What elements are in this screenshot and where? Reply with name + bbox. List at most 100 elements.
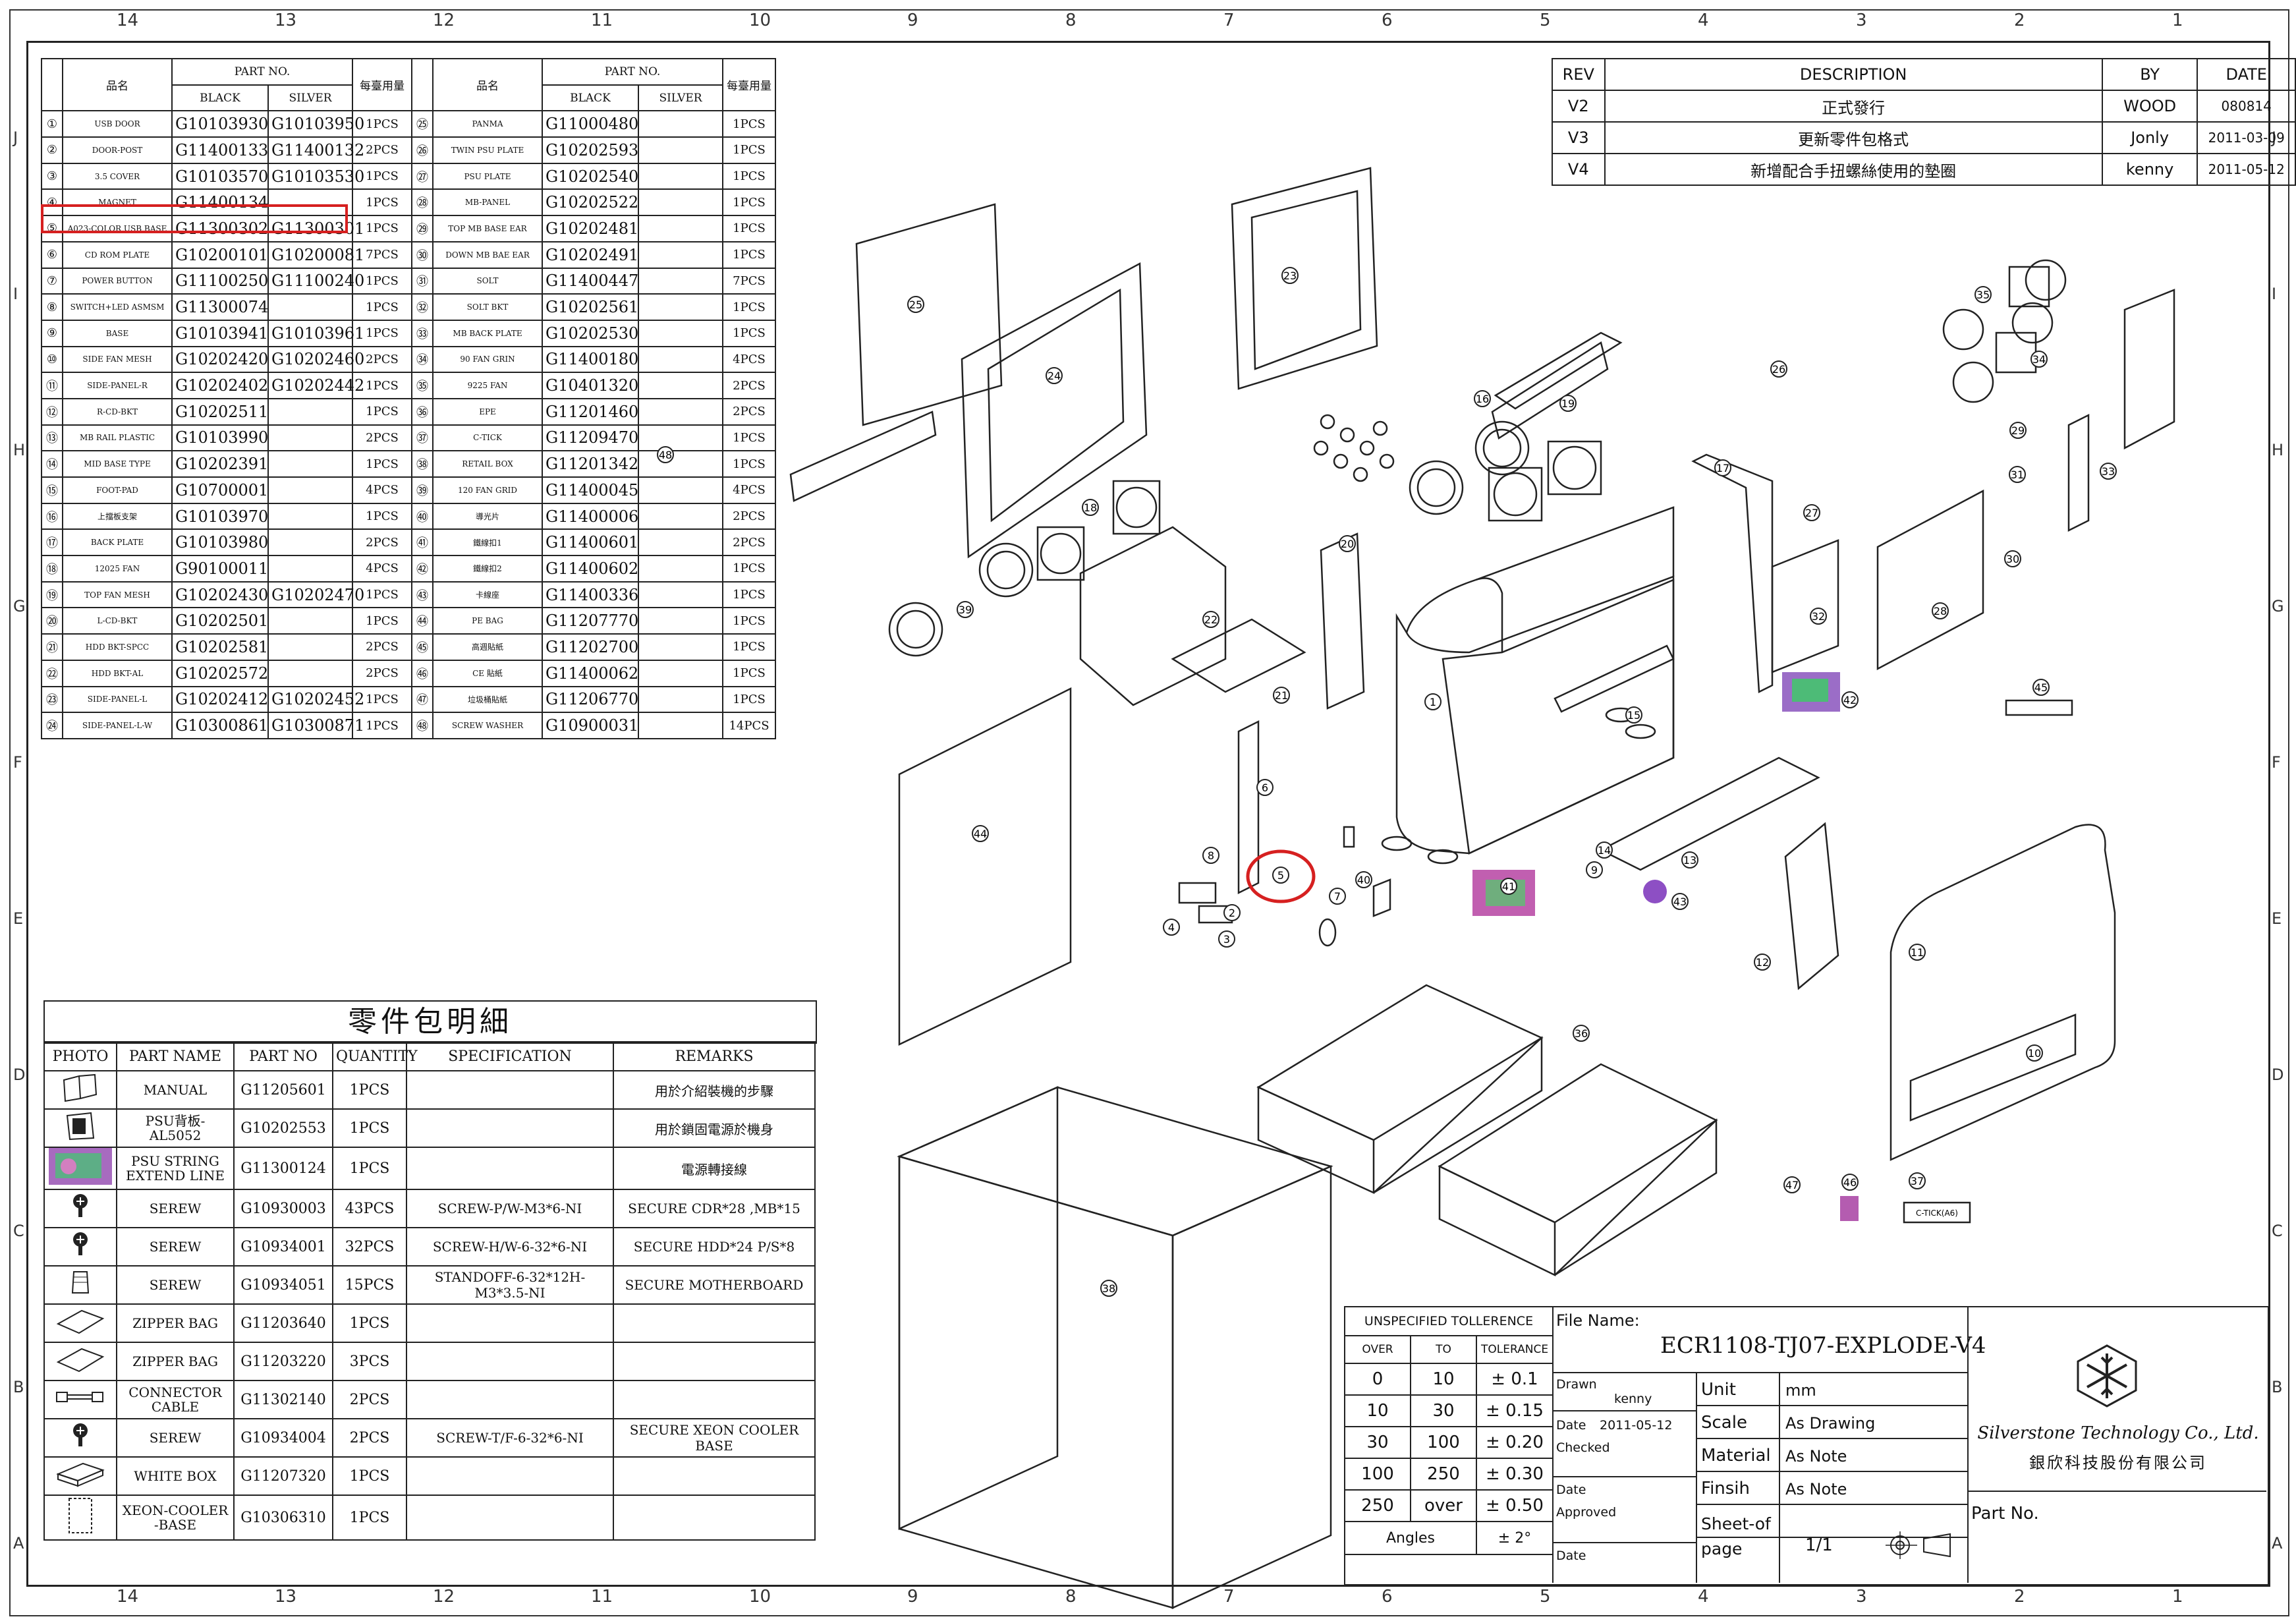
highlight-box-row-5 [41,204,348,233]
part-name: MB-PANEL [432,188,543,217]
part-no: ㉜ [411,293,434,321]
part-qty: 2PCS [722,372,776,399]
part-name: 卡線座 [432,581,543,609]
accessory-part-no: G11300124 [233,1147,333,1190]
part-black: G90100011 [171,555,269,583]
zone-row-E: E [13,909,24,928]
accessory-spec [406,1108,614,1148]
part-silver [267,450,353,478]
silverstone-logo-icon [2077,1344,2137,1408]
part-no: ⑳ [41,607,63,635]
part-qty: 1PCS [352,685,412,714]
part-black: G11100250 [171,267,269,295]
callout-label: 13 [1683,854,1696,867]
panel-11-shape [1890,824,2116,1161]
date-value: 2011-05-12 [1600,1418,1673,1433]
revision-date: 2011-03-09 [2197,121,2296,154]
drawing-frame [26,41,2270,1587]
callout-31: 31 [2009,466,2026,483]
callout-label: 11 [1911,946,1924,959]
pe-bag-shape [898,687,1072,1046]
callout-30: 30 [2004,550,2021,567]
part-black: G10202522 [542,188,639,217]
accessory-part-name: SEREW [116,1418,235,1458]
part-qty: 1PCS [352,372,412,399]
zone-column-6: 6 [1382,11,1393,30]
callout-35: 35 [1974,286,1992,303]
part-name: TWIN PSU PLATE [432,136,543,164]
callout-label: 25 [909,299,922,311]
accessory-part-no: G10930003 [233,1189,333,1228]
part-name: CD ROM PLATE [62,241,173,269]
part-black: G11400601 [542,528,639,557]
part-name: POWER BUTTON [62,267,173,295]
screw-icon [43,1418,117,1458]
part-qty: 1PCS [722,215,776,242]
part-black: G11201460 [542,397,639,426]
part-silver: G10202442 [267,372,364,399]
zone-row-G: G [2272,597,2284,615]
accessory-part-name: SEREW [116,1189,235,1228]
part-black: G11400045 [542,476,639,504]
accessory-qty: 1PCS [332,1495,407,1541]
zone-column-4: 4 [1698,1587,1709,1607]
file-name: ECR1108-TJ07-EXPLODE-V4 [1660,1332,1986,1359]
callout-label: 2 [1229,907,1235,919]
part-name: SWITCH+LED ASMSM [62,293,173,321]
title-block-row-line [1696,1471,1967,1472]
part-silver [638,424,723,452]
part-black: G10202402 [171,372,269,399]
callout-label: 3 [1223,933,1230,946]
callout-label: 47 [1785,1179,1799,1191]
callout-label: 14 [1598,844,1611,857]
part-silver [638,659,723,687]
part-qty: 1PCS [352,110,412,138]
part-name: MB RAIL PLASTIC [62,424,173,452]
hdd-cage-22 [1079,526,1227,706]
callout-47: 47 [1783,1176,1801,1193]
title-block-vline-4 [1967,1306,1969,1583]
part-no: ㊲ [411,424,434,452]
accessory-part-name: ZIPPER BAG [116,1342,235,1381]
callout-label: 33 [2102,465,2115,478]
callout-label: 4 [1168,921,1175,934]
part-qty: 1PCS [352,502,412,530]
part-qty: 2PCS [352,659,412,687]
part-qty: 1PCS [722,685,776,714]
accessory-part-no: G10934051 [233,1265,333,1305]
callout-5: 5 [1272,867,1289,884]
part-no: ⑩ [41,345,63,374]
photo-header: PHOTO [43,1041,117,1071]
zone-row-C: C [13,1222,24,1240]
part-name-header: PART NAME [116,1041,235,1071]
callout-label: 48 [659,449,672,461]
part-silver [267,502,353,530]
part-no: ㊽ [411,712,434,739]
part-black: G10202561 [542,293,639,321]
part-no: ㉓ [41,685,63,714]
accessory-spec [406,1495,614,1541]
accessory-spec [406,1303,614,1343]
title-block-row-line [1696,1504,1967,1505]
callout-label: 31 [2011,469,2024,481]
accessory-part-no: G11205601 [233,1070,333,1110]
part-qty: 4PCS [722,476,776,504]
part-no: ㊳ [411,450,434,478]
part-no: ㉚ [411,241,434,269]
part-no: ㊼ [411,685,434,714]
part-name: 鐵線扣2 [432,555,543,583]
part-43-photo [1643,880,1667,903]
part-qty: 7PCS [352,241,412,269]
part-name: TOP FAN MESH [62,581,173,609]
part-no: ㊱ [411,397,434,426]
title-block-row-line [1696,1405,1967,1406]
